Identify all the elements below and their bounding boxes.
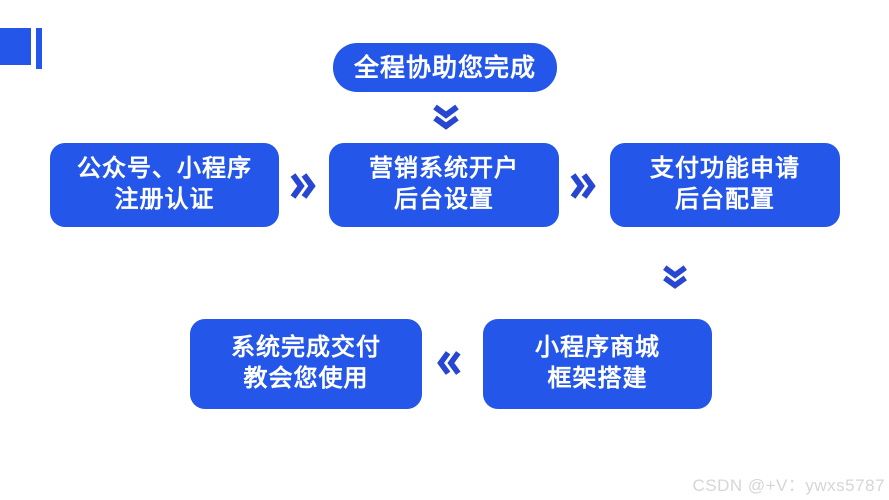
flow-step-registration-line2: 注册认证 (114, 186, 215, 213)
double-chevron-down-icon (431, 102, 461, 132)
flow-step-marketing-system-line1: 营销系统开户 (369, 155, 519, 183)
double-chevron-right-icon (288, 171, 318, 201)
double-chevron-right-icon (568, 171, 598, 201)
flow-step-marketing-system: 营销系统开户 后台设置 (329, 143, 559, 227)
flow-step-mall-framework-line1: 小程序商城 (535, 334, 660, 362)
flow-step-top-label: 全程协助您完成 (353, 53, 536, 82)
flow-step-delivery: 系统完成交付 教会您使用 (190, 319, 422, 409)
flow-step-registration: 公众号、小程序 注册认证 (50, 143, 279, 227)
flow-step-marketing-system-line2: 后台设置 (394, 186, 494, 213)
double-chevron-down-icon (661, 263, 689, 291)
logo-mark-bar (36, 28, 42, 69)
flow-step-delivery-line2: 教会您使用 (243, 365, 369, 392)
flow-step-payment: 支付功能申请 后台配置 (610, 143, 840, 227)
logo-mark-square (0, 28, 31, 65)
flow-step-payment-line1: 支付功能申请 (650, 155, 800, 183)
flow-step-mall-framework: 小程序商城 框架搭建 (483, 319, 712, 409)
double-chevron-left-icon (435, 349, 463, 377)
watermark-text: CSDN @+V：ywxs5787 (692, 476, 885, 495)
flow-step-payment-line2: 后台配置 (675, 186, 775, 213)
flow-step-mall-framework-line2: 框架搭建 (547, 365, 648, 392)
flow-step-top: 全程协助您完成 (333, 43, 557, 92)
flow-step-delivery-line1: 系统完成交付 (231, 334, 381, 362)
flow-step-registration-line1: 公众号、小程序 (77, 155, 252, 183)
